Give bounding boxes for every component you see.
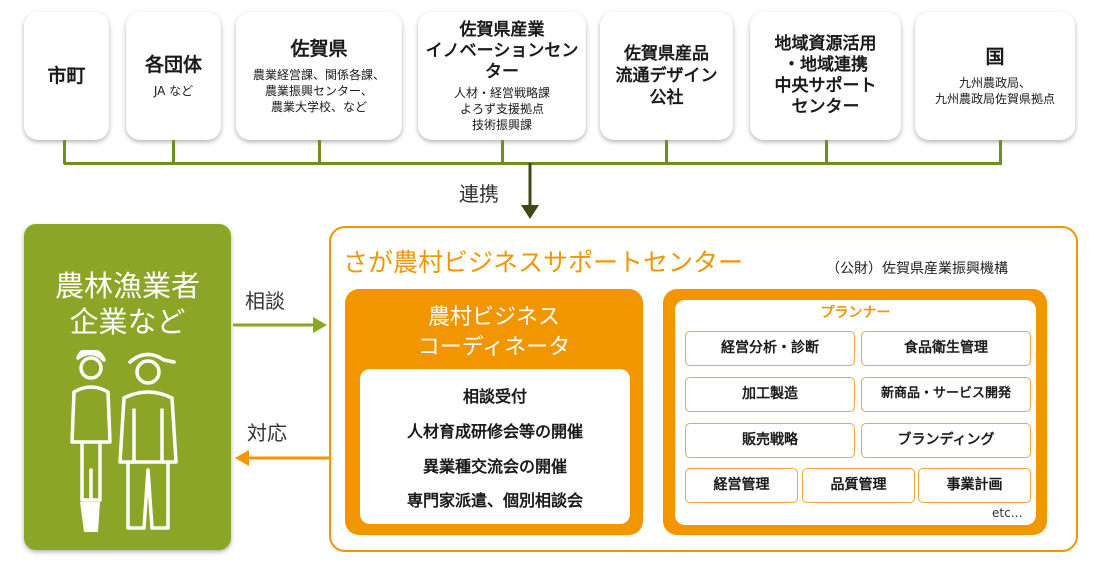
connector-line (172, 140, 175, 164)
connector-line (318, 140, 321, 164)
partner-title: 各団体 (144, 54, 202, 76)
partner-organizations: 各団体 JA など (126, 12, 221, 140)
link-label: 連携 (459, 182, 499, 206)
planner-tag: 新商品・サービス開発 (861, 377, 1031, 412)
planner-more: etc… (992, 506, 1023, 520)
partner-regional-support-center: 地域資源活用 ・地域連携 中央サポート センター (750, 12, 901, 140)
service-item: 異業種交流会の開催 (422, 457, 567, 476)
coordinator-services-box (360, 369, 630, 524)
partner-national: 国 九州農政局、 九州農政局佐賀県拠点 (915, 12, 1075, 140)
partner-saga-prefecture: 佐賀県 農業経営課、関係各課、 農業振興センター、 農業大学校、など (236, 12, 402, 140)
client-title: 農林漁業者 企業など (54, 269, 200, 339)
partner-subtitle: 農業経営課、関係各課、 農業振興センター、 農業大学校、など (252, 68, 385, 114)
farmers-icon (70, 350, 178, 532)
planner-tag: 食品衛生管理 (861, 331, 1031, 366)
partner-title: 地域資源活用 ・地域連携 中央サポート センター (774, 34, 877, 117)
consult-arrow-icon (233, 317, 327, 333)
partner-title: 佐賀県 (290, 38, 348, 60)
down-arrow-icon (521, 163, 539, 219)
partner-title: 市町 (47, 65, 86, 87)
service-item: 人材育成研修会等の開催 (406, 422, 583, 441)
partner-subtitle: 九州農政局、 九州農政局佐賀県拠点 (934, 76, 1055, 106)
planner-tag: ブランディング (861, 423, 1031, 458)
consult-label: 相談 (245, 289, 285, 313)
partner-subtitle: 人材・経営戦略課 よろず支援拠点 技術振興課 (453, 85, 550, 132)
connector-bus-line (64, 162, 1002, 165)
connector-line (501, 140, 504, 164)
connector-line (825, 140, 828, 164)
planner-tag: 事業計画 (918, 468, 1031, 503)
connector-line (665, 140, 668, 164)
support-center-title: さが農村ビジネスサポートセンター (343, 248, 744, 277)
response-label: 対応 (247, 421, 287, 445)
planner-tag: 経営分析・診断 (685, 331, 855, 366)
partner-subtitle: JA など (153, 84, 194, 98)
connector-line (63, 140, 66, 164)
planner-tag: 加工製造 (685, 377, 855, 412)
planner-title: プランナー (820, 305, 891, 321)
support-center-organization: （公財）佐賀県産業振興機構 (826, 261, 1008, 277)
planner-tag: 販売戦略 (685, 423, 855, 458)
service-item: 専門家派遣、個別相談会 (406, 491, 583, 510)
partner-design-corporation: 佐賀県産品 流通デザイン 公社 (600, 12, 733, 140)
partner-title: 佐賀県産業 イノベーションセンター (425, 19, 579, 82)
response-arrow-icon (235, 450, 329, 466)
planner-tag: 経営管理 (685, 468, 798, 503)
planner-tag: 品質管理 (802, 468, 915, 503)
connector-line (999, 140, 1002, 164)
partner-city: 市町 (24, 12, 109, 140)
service-item: 相談受付 (462, 387, 527, 406)
partner-title: 佐賀県産品 流通デザイン 公社 (615, 44, 718, 108)
coordinator-title: 農村ビジネス コーディネータ (417, 305, 571, 360)
partner-title: 国 (985, 46, 1005, 68)
partner-innovation-center: 佐賀県産業 イノベーションセンター 人材・経営戦略課 よろず支援拠点 技術振興課 (418, 12, 586, 140)
